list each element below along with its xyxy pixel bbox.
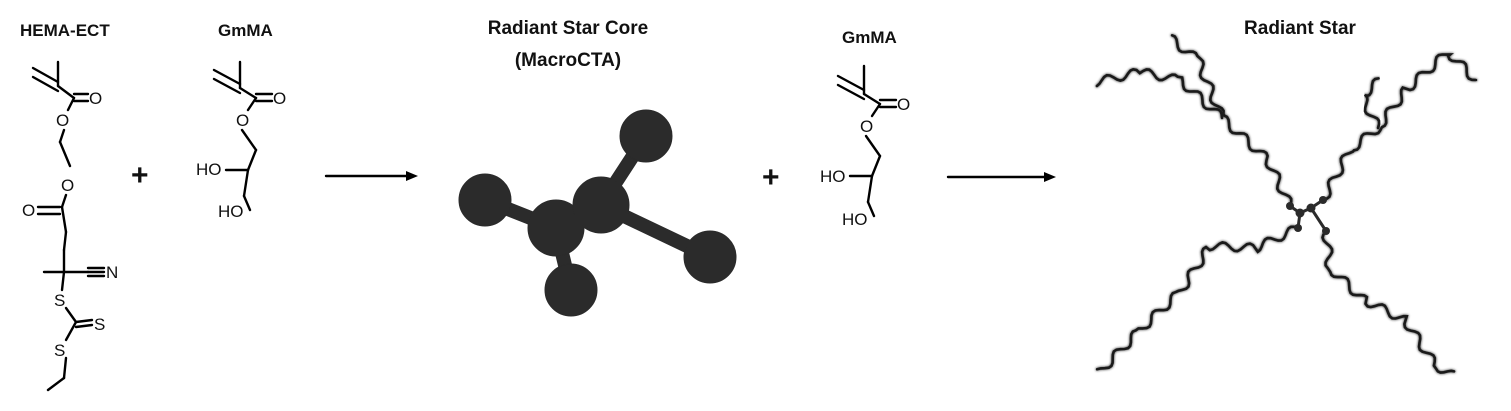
star-arm-6 bbox=[1321, 229, 1456, 374]
gmma2-hydroxyl-label-2: HO bbox=[842, 210, 868, 229]
gmma2-ester-oxygen-label: O bbox=[860, 117, 873, 136]
core-node-2 bbox=[527, 199, 585, 257]
gmma1-hydroxyl-label-1: HO bbox=[196, 160, 222, 179]
star-title: Radiant Star bbox=[1244, 18, 1357, 39]
gmma-label-2: GmMA bbox=[842, 28, 897, 47]
core-node-3 bbox=[572, 176, 630, 234]
nitrile-nitrogen-label: N bbox=[106, 263, 118, 282]
sulfur-label-1: S bbox=[54, 291, 65, 310]
gmma-structure-2: GmMA O O HO HO bbox=[820, 28, 910, 229]
gmma1-hydroxyl-label-2: HO bbox=[218, 202, 244, 221]
plus-sign-1: + bbox=[131, 159, 149, 192]
core-node-6 bbox=[544, 263, 598, 317]
star-arm-shadow-2 bbox=[1095, 67, 1224, 120]
star-arm-shadow-3 bbox=[1321, 53, 1478, 202]
star-arm-4 bbox=[1363, 77, 1381, 130]
macrocta-core: Radiant Star Core (MacroCTA) bbox=[458, 18, 737, 317]
star-arm-1 bbox=[1170, 34, 1293, 208]
gmma2-hydroxyl-label-1: HO bbox=[820, 167, 846, 186]
carbonyl-oxygen-label: O bbox=[89, 89, 102, 108]
hema-ect-structure: HEMA-ECT O O O O N S S S bbox=[20, 21, 118, 392]
star-arms bbox=[1095, 34, 1478, 374]
sulfur-label-2: S bbox=[54, 341, 65, 360]
gmma1-ester-oxygen-label: O bbox=[236, 111, 249, 130]
core-node-1 bbox=[458, 173, 512, 227]
gmma2-carbonyl-oxygen-label: O bbox=[897, 95, 910, 114]
core-title-line-2: (MacroCTA) bbox=[515, 50, 621, 71]
plus-sign-2: + bbox=[762, 161, 780, 194]
star-arm-3 bbox=[1321, 53, 1478, 202]
star-arm-shadow-6 bbox=[1321, 229, 1456, 374]
gmma-label-1: GmMA bbox=[218, 21, 273, 40]
core-title-line-1: Radiant Star Core bbox=[488, 18, 648, 39]
hema-ect-label: HEMA-ECT bbox=[20, 21, 110, 40]
ester-oxygen-label: O bbox=[56, 111, 69, 130]
thione-sulfur-label: S bbox=[94, 315, 105, 334]
gmma1-carbonyl-oxygen-label: O bbox=[273, 89, 286, 108]
radiant-star: Radiant Star bbox=[1095, 18, 1478, 374]
star-center bbox=[1286, 196, 1330, 235]
gmma-structure-1: GmMA O O HO HO bbox=[196, 21, 286, 221]
ether-oxygen-label: O bbox=[61, 176, 74, 195]
star-arm-2 bbox=[1095, 67, 1224, 120]
core-node-5 bbox=[683, 230, 737, 284]
carbonyl-oxygen-label-2: O bbox=[22, 201, 35, 220]
star-arm-shadow-1 bbox=[1170, 34, 1293, 208]
core-node-4 bbox=[619, 109, 673, 163]
star-arm-5 bbox=[1095, 225, 1300, 371]
